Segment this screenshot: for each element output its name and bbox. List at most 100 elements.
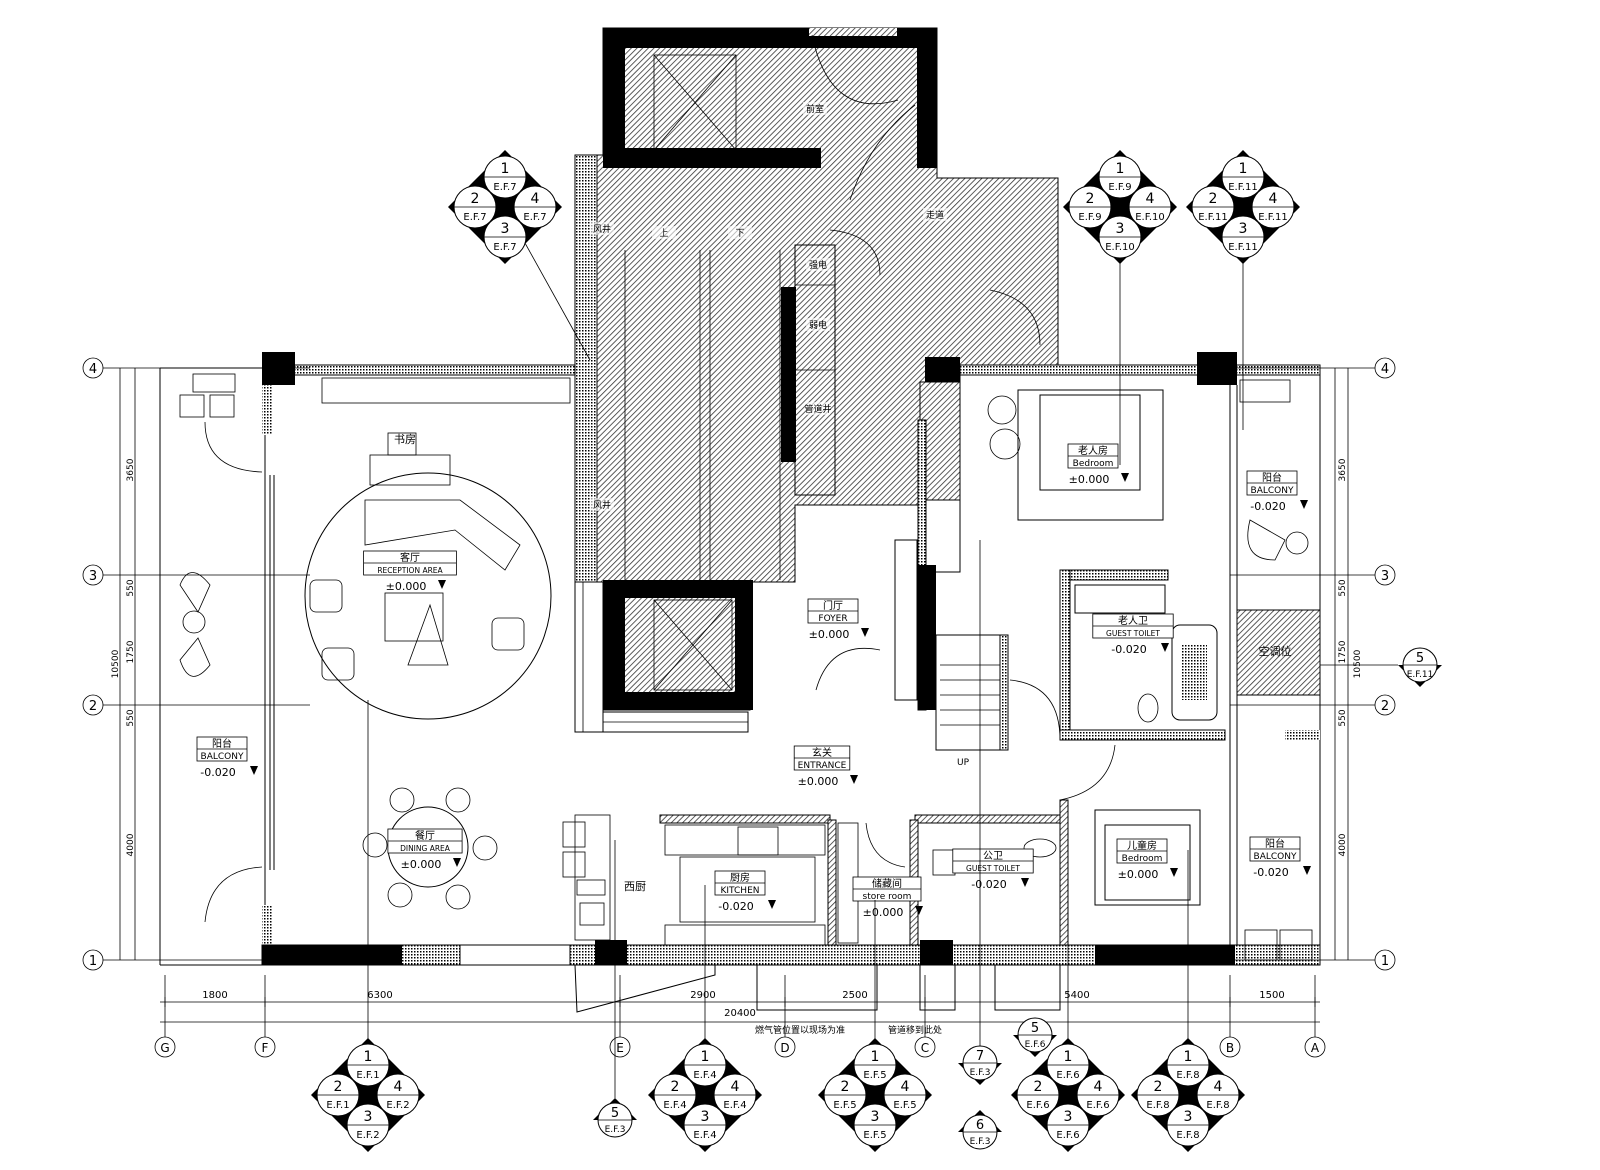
marker-ref: E.F.3: [970, 1068, 991, 1078]
room-name-en: store room: [863, 892, 912, 902]
marker-ref: E.F.2: [386, 1100, 409, 1111]
dimension-total: 10500: [111, 649, 121, 678]
room-name-cn: 西厨: [624, 880, 646, 893]
dimension-text: 5400: [1064, 990, 1089, 1001]
marker-number: 2: [1209, 191, 1218, 207]
level-marker-icon: [453, 858, 461, 867]
marker-ref: E.F.6: [1025, 1040, 1046, 1050]
grid-column-label: B: [1226, 1041, 1234, 1055]
floor-level: ±0.000: [863, 906, 904, 919]
room-name-en: KITCHEN: [721, 886, 760, 896]
elevation-index-marker: 1E.F.72E.F.73E.F.74E.F.7: [448, 150, 591, 361]
dimension-text: 2500: [842, 990, 867, 1001]
marker-ref: E.F.4: [693, 1130, 716, 1141]
marker-number: 4: [1269, 191, 1278, 207]
round-rug: [304, 472, 552, 720]
room-label: 储藏间 store room ±0.000: [852, 876, 923, 919]
marker-ref: E.F.9: [1078, 212, 1101, 223]
marker-ref: E.F.10: [1135, 212, 1165, 223]
level-marker-icon: [1021, 878, 1029, 887]
marker-ref: E.F.7: [493, 182, 516, 193]
grid-bubble: [154, 1036, 176, 1058]
core-note: 弱电: [809, 319, 827, 331]
marker-number: 3: [871, 1109, 880, 1125]
marker-number: 1: [1064, 1049, 1073, 1065]
note-bg: [590, 222, 614, 235]
grid-bubble: [82, 949, 104, 971]
room-name-cn: 储藏间: [872, 877, 902, 890]
door-swings: [204, 229, 1116, 923]
room-name-cn: 门厅: [823, 599, 843, 612]
dimension-text: 1750: [126, 640, 136, 663]
dimension-text: 4000: [126, 833, 136, 856]
floor-level: ±0.000: [401, 858, 442, 871]
marker-ref: E.F.8: [1146, 1100, 1169, 1111]
grid-column-label: A: [1311, 1041, 1320, 1055]
marker-diamond: [448, 150, 562, 264]
dimension-text: 3650: [1338, 458, 1348, 481]
level-marker-icon: [250, 766, 258, 775]
elevation-index-marker: 1E.F.62E.F.63E.F.64E.F.6: [1011, 940, 1125, 1152]
marker-number: 6: [976, 1118, 984, 1133]
marker-number: 3: [1239, 221, 1248, 237]
marker-number: 2: [334, 1079, 343, 1095]
grid-row-label: 2: [89, 699, 97, 714]
elevation-index-single: 5E.F.11: [1398, 647, 1442, 687]
marker-number: 3: [501, 221, 510, 237]
elevation-index-single: 5E.F.6: [1013, 1017, 1057, 1057]
marker-ref: E.F.11: [1228, 242, 1258, 253]
room-name-cn: 餐厅: [415, 829, 435, 842]
marker-number: 2: [471, 191, 480, 207]
note-bg: [806, 258, 830, 271]
marker-ref: E.F.2: [356, 1130, 379, 1141]
room-name-cn: 厨房: [730, 871, 750, 884]
room-name-cn: 老人房: [1078, 444, 1108, 457]
grid-column-label: G: [160, 1041, 169, 1055]
grid-bubble: [254, 1036, 276, 1058]
note-bg: [652, 226, 676, 239]
grid-column-label: C: [921, 1041, 929, 1055]
dimension-text: 1800: [202, 990, 227, 1001]
marker-number: 5: [1416, 651, 1424, 666]
room-label: 空调位: [1259, 644, 1292, 658]
marker-ref: E.F.4: [663, 1100, 686, 1111]
room-name-en: Bedroom: [1073, 459, 1114, 469]
marker-number: 4: [1094, 1079, 1103, 1095]
marker-number: 5: [611, 1106, 619, 1121]
level-marker-icon: [1303, 866, 1311, 875]
marker-ref: E.F.11: [1228, 182, 1258, 193]
marker-number: 4: [394, 1079, 403, 1095]
room-name-cn: 书房: [394, 433, 416, 446]
grid-bubble: [1219, 1036, 1241, 1058]
marker-ref: E.F.3: [605, 1125, 626, 1135]
marker-ref: E.F.5: [833, 1100, 856, 1111]
room-name-cn: 阳台: [212, 737, 232, 750]
elevation-index-single: 6E.F.3: [958, 1110, 1002, 1150]
desk: [369, 454, 451, 486]
marker-number: 1: [871, 1049, 880, 1065]
room-name-en: GUEST TOILET: [1106, 629, 1160, 638]
note-bg: [728, 226, 752, 239]
level-marker-icon: [1121, 473, 1129, 482]
grid-bubble: [1374, 564, 1396, 586]
dimension-text: 550: [126, 579, 136, 596]
marker-number: 4: [901, 1079, 910, 1095]
elevation-index-single: 7E.F.3: [958, 1045, 1002, 1085]
marker-number: 4: [731, 1079, 740, 1095]
marker-number: 2: [1154, 1079, 1163, 1095]
marker-ref: E.F.8: [1176, 1070, 1199, 1081]
level-marker-icon: [1170, 868, 1178, 877]
marker-ref: E.F.6: [1086, 1100, 1109, 1111]
room-name-cn: 老人卫: [1118, 614, 1148, 627]
room-name-en: FOYER: [818, 614, 847, 624]
room-label: 西厨: [624, 880, 646, 893]
elevation-index-marker: 1E.F.12E.F.13E.F.24E.F.2: [311, 700, 425, 1152]
marker-number: 2: [1034, 1079, 1043, 1095]
note-bg: [806, 402, 830, 415]
marker-diamond: [818, 1038, 932, 1152]
elevation-index-marker: 1E.F.52E.F.53E.F.54E.F.5: [818, 900, 932, 1152]
